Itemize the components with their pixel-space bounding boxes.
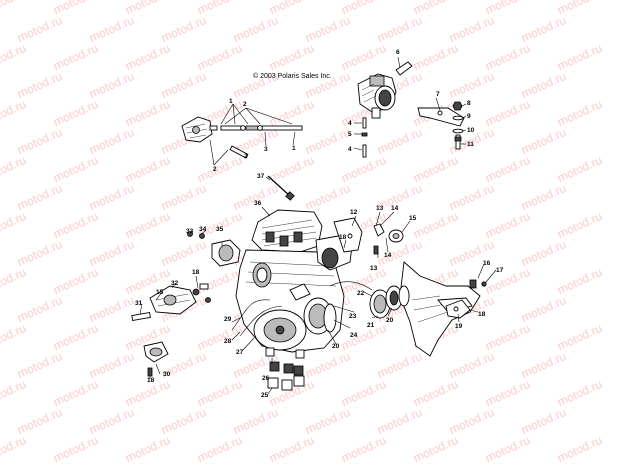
- callout-6: 6: [396, 49, 400, 56]
- frame-bracket-drawing: [445, 279, 487, 319]
- callout-14: 14: [391, 205, 399, 212]
- callout-20: 20: [386, 317, 394, 324]
- callout-2: 2: [244, 153, 248, 160]
- callout-24: 24: [350, 332, 358, 339]
- callout-17: 17: [496, 267, 504, 274]
- callout-35: 35: [216, 226, 224, 233]
- breather-housing-drawing: [131, 283, 211, 322]
- callout-21: 21: [367, 322, 375, 329]
- callout-9: 9: [467, 113, 471, 120]
- callout-2: 2: [243, 101, 247, 108]
- bracket-drawing: [417, 107, 465, 127]
- callout-14: 14: [384, 252, 392, 259]
- leader-lines-fuel: [209, 103, 296, 166]
- callout-31: 31: [135, 300, 143, 307]
- callout-1: 1: [229, 98, 233, 105]
- callout-4: 4: [348, 120, 352, 127]
- callout-32: 32: [171, 280, 179, 287]
- callout-36: 36: [254, 200, 262, 207]
- callout-13: 13: [370, 265, 378, 272]
- carb-screws-drawing: [361, 117, 368, 158]
- intake-adapter-drawing: [187, 231, 241, 267]
- callout-3: 3: [264, 146, 268, 153]
- carburetor-drawing: [357, 73, 397, 119]
- callout-16: 16: [483, 260, 491, 267]
- callout-15: 15: [409, 215, 417, 222]
- intake-boot-drawing: [369, 285, 410, 319]
- callout-12: 12: [350, 209, 358, 216]
- callout-19: 19: [455, 323, 463, 330]
- fuel-hose-drawing: [220, 125, 303, 159]
- callout-18: 18: [339, 234, 347, 241]
- callout-20: 20: [332, 343, 340, 350]
- callout-28: 28: [224, 338, 232, 345]
- breather-cap-drawing: [143, 341, 169, 377]
- copyright-text: © 2003 Polaris Sales Inc.: [253, 73, 332, 80]
- callout-2: 2: [213, 166, 217, 173]
- fuel-pump-drawing: [181, 116, 218, 143]
- callout-13: 13: [376, 205, 384, 212]
- callout-18: 18: [478, 311, 486, 318]
- callout-27: 27: [236, 349, 244, 356]
- callout-8: 8: [467, 100, 471, 107]
- callout-numbers: 1 2 1 2 3 2 6 7 8 9 10 11 4 5 4 37 36 12…: [135, 49, 504, 399]
- callout-25: 25: [261, 392, 269, 399]
- callout-29: 29: [224, 316, 232, 323]
- callout-15: 15: [156, 289, 164, 296]
- callout-11: 11: [467, 141, 474, 148]
- callout-37: 37: [257, 173, 265, 180]
- callout-5: 5: [348, 131, 352, 138]
- callout-33: 33: [186, 228, 194, 235]
- engine-block-drawing: [231, 209, 373, 359]
- leader-lines-right: [327, 263, 497, 345]
- callout-4: 4: [348, 146, 352, 153]
- motor-mounts-drawing: [267, 361, 305, 391]
- leader-lines-left: [139, 229, 273, 395]
- leader-lines-center: [261, 176, 411, 258]
- leader-lines-carb: [353, 56, 467, 151]
- callout-10: 10: [467, 127, 475, 134]
- dipstick-drawing: [267, 175, 295, 201]
- callout-1: 1: [292, 145, 296, 152]
- engine-bracket-drawing: [333, 217, 404, 255]
- callout-26: 26: [262, 375, 270, 382]
- callout-30: 30: [163, 371, 171, 378]
- callout-22: 22: [357, 290, 365, 297]
- callout-23: 23: [349, 313, 357, 320]
- callout-18: 18: [192, 269, 200, 276]
- vent-hose-drawing: [395, 61, 413, 76]
- callout-34: 34: [199, 226, 207, 233]
- callout-18: 18: [147, 377, 155, 384]
- callout-7: 7: [436, 91, 440, 98]
